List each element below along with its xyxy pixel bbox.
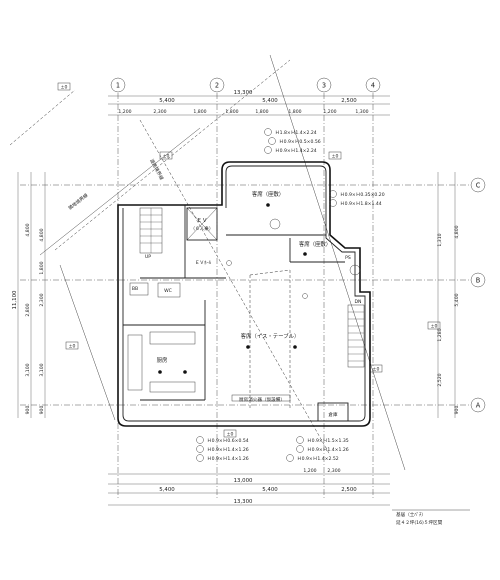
stair-dn-label: DN [355,299,362,305]
dim-left-span-4: 900 [25,406,31,415]
room-storage: 倉庫 [328,411,338,418]
dim-left-span-3: 3,100 [25,363,31,376]
dim-top-sub-3: 1,800 [193,109,206,115]
grid-col-3: 3 [322,82,326,90]
dim-left-sub-4: 3,100 [39,363,45,376]
dim-right-small-3: 2,520 [437,373,443,386]
ann-ceiling-4: Ｈ0.9×Ｈ0.35×0.20 [340,192,385,198]
grid-bubbles-top: 1 2 3 4 [110,77,381,93]
dim-top-sub-8: 1,300 [355,109,368,115]
room-ev-capacity: （６人乗） [191,225,214,232]
grid-row-c: C [476,182,481,190]
dim-left-span-1: 4,800 [25,223,31,236]
fixtures: 厨房消火器（仮設備） [127,260,361,410]
dim-left-sub-2: 1,800 [39,261,45,274]
ann-ceiling-5: Ｈ0.9×Ｈ1.8×1.44 [340,201,382,207]
left-dimensions: 11,100 4,800 2,800 3,100 900 4,800 1,800… [12,172,46,418]
note-kitchen-extinguisher: 厨房消火器（仮設備） [239,396,285,403]
dim-top-span-1: 5,400 [159,98,175,104]
grid-row-b: B [476,277,481,285]
stair-up-label: UP [145,254,151,260]
level-mark-7: ±0 [431,324,438,330]
dim-top-sub-7: 1,200 [323,109,336,115]
bottom-dimensions: 1,200 2,300 13,000 5,400 5,400 2,500 13,… [108,468,390,506]
room-wc: WC [164,288,172,294]
window-annotations-bottom: Ｈ0.9×Ｈ0.6×0.54 Ｈ0.9×Ｈ1.4×1.26 Ｈ0.9×Ｈ1.4×… [196,436,349,462]
dim-bottom-span-1: 5,400 [159,487,175,493]
ann-bottom-4: Ｈ0.9×Ｈ1.5×1.35 [307,438,349,444]
dim-bottom-sub-1: 1,200 [303,468,316,474]
dim-left-span-2: 2,800 [25,303,31,316]
stair-left [139,207,163,254]
note-boundary-1: 隣地境界線 [67,192,90,212]
dim-left-sub-5: 900 [39,406,45,415]
dim-top-sub-5: 1,800 [255,109,268,115]
grid-col-4: 4 [371,82,375,90]
ann-bottom-6: Ｈ0.9×Ｈ1.4×2.52 [297,456,339,462]
level-mark-5: ±0 [373,367,380,373]
dim-right-span-1: 4,800 [454,225,460,238]
floor-label-block: 基居（士ﾊﾟﾁ） 延４２坪(16)５坪区間 [392,509,470,526]
ann-ceiling-1: Ｈ1.8×Ｈ1.4×2.24 [275,130,317,136]
room-ev: ＥＶ [197,218,208,224]
room-guest-tatami-right: 客席（座敷） [299,240,331,248]
room-bb: BB [132,286,138,292]
dim-bottom-span-2: 5,400 [262,487,278,493]
floor-label: 基居（士ﾊﾟﾁ） [396,511,426,518]
level-mark-6: ±0 [227,432,234,438]
level-mark-4: ±0 [69,344,76,350]
building-walls [117,161,371,427]
level-mark-3: ±0 [332,154,339,160]
grid-col-1: 1 [116,82,120,90]
grid-col-2: 2 [215,82,219,90]
window-annotations-top: Ｈ1.8×Ｈ1.4×2.24 Ｈ0.9×Ｈ0.5×0.56 Ｈ0.9×Ｈ1.4×… [264,128,385,207]
top-dimensions: 13,300 5,400 5,400 2,500 1,200 2,300 1,8… [108,90,390,116]
dim-right-small-1: 1,310 [437,233,443,246]
floor-note: 延４２坪(16)５坪区間 [396,519,443,526]
dim-left-sub-1: 4,800 [39,228,45,241]
dim-bottom-overall-1: 13,000 [234,478,253,484]
stair-right [347,304,365,368]
dim-top-sub-6: 1,800 [288,109,301,115]
dim-right-span-2: 5,400 [454,293,460,306]
dim-right-small-2: 1,280 [437,328,443,341]
dim-bottom-span-3: 2,500 [341,487,357,493]
note-boundary-2: 道路境界線 [148,158,165,182]
level-mark-1: ±0 [61,85,68,91]
ann-ceiling-2: Ｈ0.9×Ｈ0.5×0.56 [279,139,321,145]
ann-ceiling-3: Ｈ0.9×Ｈ1.4×2.24 [275,148,317,154]
dim-right-span-3: 900 [454,406,460,415]
room-labels: 客席（座敷） 客席（座敷） 客席（イス・テーブル） 厨房 ＥＶ （６人乗） ＥＶ… [132,190,362,418]
ann-bottom-2: Ｈ0.9×Ｈ1.4×1.26 [207,447,249,453]
dim-left-sub-3: 2,300 [39,293,45,306]
level-marks: ±0 ±0 ±0 ±0 ±0 ±0 ±0 [57,82,441,438]
level-mark-2: ±0 [163,154,170,160]
dim-top-sub-4: 1,800 [225,109,238,115]
ann-bottom-1: Ｈ0.9×Ｈ0.6×0.54 [207,438,249,444]
ann-bottom-3: Ｈ0.9×Ｈ1.4×1.26 [207,456,249,462]
dim-top-span-2: 5,400 [262,98,278,104]
room-ev-hall: ＥＶﾎｰﾙ [195,260,212,266]
dim-bottom-overall-2: 13,300 [234,499,253,505]
dim-left-overall: 11,100 [12,290,18,309]
room-guest-tatami-upper: 客席（座敷） [252,190,284,198]
room-kitchen: 厨房 [157,356,168,364]
dim-top-sub-2: 2,300 [153,109,166,115]
grid-bubbles-right: C B A [470,177,486,413]
dim-bottom-sub-2: 2,300 [327,468,340,474]
room-guest-table: 客席（イス・テーブル） [241,332,300,340]
room-ps: PS [345,255,351,261]
dim-top-span-3: 2,500 [341,98,357,104]
dim-top-overall: 13,300 [234,90,253,96]
dim-top-sub-1: 1,200 [118,109,131,115]
grid-row-a: A [476,402,481,410]
right-dimensions: 4,800 5,400 900 1,310 1,280 2,520 [437,172,460,418]
ann-bottom-5: Ｈ0.9×Ｈ1.4×1.26 [307,447,349,453]
